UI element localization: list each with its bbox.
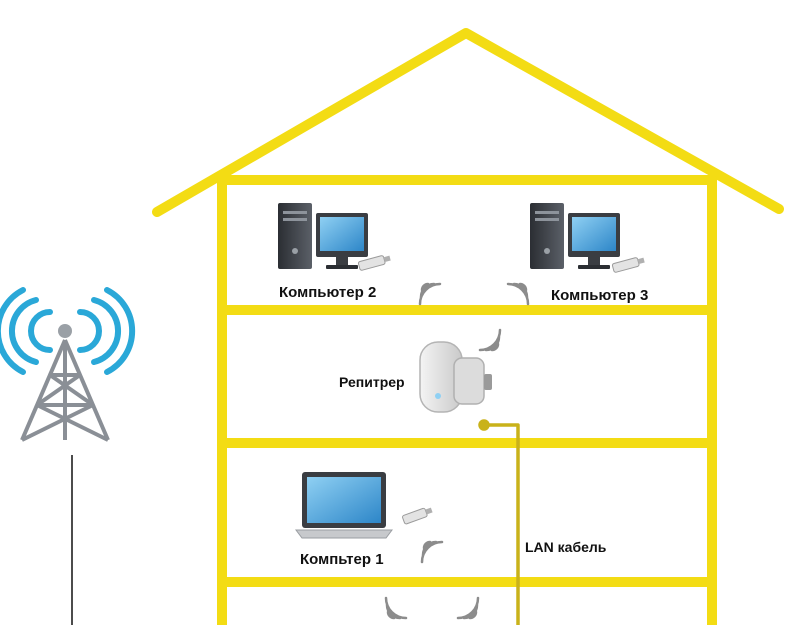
computer-3-label: Компьютер 3 [551, 287, 649, 304]
desktop-computer-icon [278, 203, 368, 269]
wifi-adapter-icon [611, 257, 645, 273]
wifi-adapter-icon [357, 255, 391, 271]
cell-tower-icon [0, 287, 136, 625]
wifi-repeater-icon [419, 341, 492, 413]
repeater-label: Репитрер [339, 374, 405, 390]
tower-antenna-top [58, 324, 72, 338]
wifi-signal-icon [384, 596, 408, 620]
tower-radio-waves-icon [0, 287, 136, 375]
laptop-icon [295, 472, 393, 539]
wifi-signal-icon [420, 540, 444, 564]
wifi-signal-icon [506, 282, 530, 306]
desktop-computer-icon [530, 203, 620, 269]
wifi-adapter-icon [402, 507, 433, 525]
lan-cable-label: LAN кабель [525, 539, 607, 555]
house-outline [152, 28, 784, 625]
lan-cable [478, 419, 520, 625]
computer-1-label: Компьтер 1 [300, 551, 384, 568]
computer-2-label: Компьютер 2 [279, 284, 377, 301]
house-roof [152, 28, 784, 217]
wifi-signal-icon [478, 328, 502, 352]
wifi-signal-icon [456, 596, 480, 620]
tower-lattice [20, 339, 110, 442]
wifi-signal-icon [418, 282, 442, 306]
